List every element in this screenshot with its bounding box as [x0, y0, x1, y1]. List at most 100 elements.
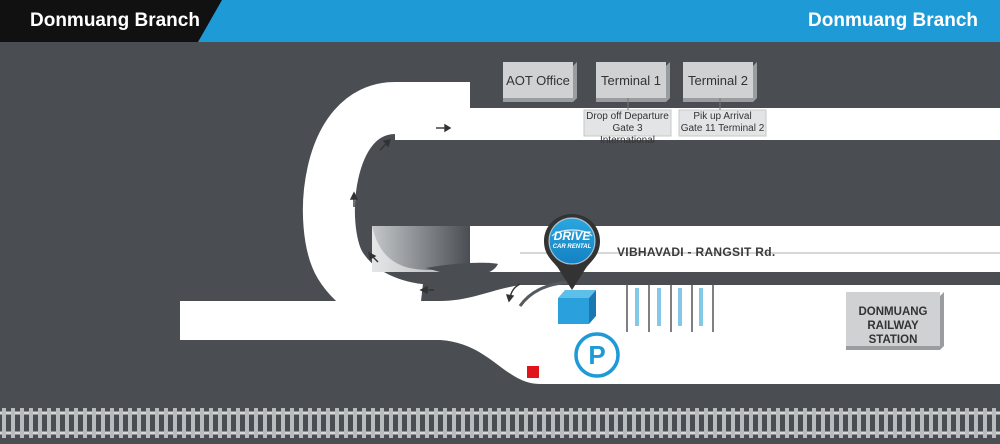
railway-tie [470, 408, 474, 438]
railway-tie [794, 408, 798, 438]
railway-tie [119, 408, 123, 438]
railway-tie [128, 408, 132, 438]
overpass-shadow [372, 226, 470, 272]
railway-tie [722, 408, 726, 438]
railway-tie [200, 408, 204, 438]
railway-tie [911, 408, 915, 438]
header-title-left: Donmuang Branch [30, 10, 200, 31]
railway-tie [497, 408, 501, 438]
railway-tie [848, 408, 852, 438]
railway-tie [551, 408, 555, 438]
pin-brand-line1: DRIVE [553, 229, 591, 243]
railway-tie [947, 408, 951, 438]
railway-tie [164, 408, 168, 438]
railway-tie [857, 408, 861, 438]
railway-tie [281, 408, 285, 438]
railway-tie [893, 408, 897, 438]
railway-tie [974, 408, 978, 438]
railway-tie [398, 408, 402, 438]
road-name-label: VIBHAVADI - RANGSIT Rd. [617, 245, 776, 259]
parking-bays [626, 284, 714, 332]
station-line1: DONMUANG [858, 306, 928, 318]
railway-tie [146, 408, 150, 438]
railway-tie [506, 408, 510, 438]
railway-tie [650, 408, 654, 438]
railway-tie [272, 408, 276, 438]
railway-tie [803, 408, 807, 438]
railway-tie [317, 408, 321, 438]
railway-tie [137, 408, 141, 438]
railway-tie [380, 408, 384, 438]
map-pin-icon [544, 214, 600, 290]
railway-tie [227, 408, 231, 438]
railway-tie [740, 408, 744, 438]
railway-tie [875, 408, 879, 438]
railway-tie [308, 408, 312, 438]
railway-tie [569, 408, 573, 438]
aot-office-label: AOT Office [506, 73, 570, 88]
railway-tie [74, 408, 78, 438]
railway-tie [695, 408, 699, 438]
terminal-2-building [683, 62, 757, 102]
divider-island [426, 262, 498, 274]
railway-tie [344, 408, 348, 438]
direction-arrow-icon [349, 123, 521, 303]
railway-tie [218, 408, 222, 438]
aot-office-building [503, 62, 577, 102]
railway-tie [461, 408, 465, 438]
railway-tie [884, 408, 888, 438]
railway-tie [101, 408, 105, 438]
header-title-right: Donmuang Branch [808, 10, 978, 31]
pin-brand-line2: CAR RENTAL [552, 244, 592, 250]
railway-tie [371, 408, 375, 438]
red-marker [527, 366, 539, 378]
railway-tie [659, 408, 663, 438]
terminal-2-sign-line2: Gate 11 Terminal 2 [680, 123, 765, 134]
railway-tie [713, 408, 717, 438]
railway-tie [758, 408, 762, 438]
railway-tie [2, 408, 6, 438]
railway-tie [245, 408, 249, 438]
parking-icon [574, 332, 620, 378]
railway-tie [920, 408, 924, 438]
parking-letter: P [588, 339, 606, 370]
railway-tie [686, 408, 690, 438]
railway-tie [839, 408, 843, 438]
railway-station-label: DONMUANG RAILWAY STATION [846, 305, 940, 347]
railway-tie [776, 408, 780, 438]
railway-track-icon [0, 404, 1000, 444]
railway-tie [866, 408, 870, 438]
railway-tie [434, 408, 438, 438]
railway-tie [542, 408, 546, 438]
terminal-2-sign-text: Pik up Arrival Gate 11 Terminal 2 [679, 111, 766, 135]
railway-tie [83, 408, 87, 438]
railway-tie [614, 408, 618, 438]
terminal-1-sign [583, 109, 672, 137]
railway-tie [326, 408, 330, 438]
loop-road [302, 82, 470, 336]
railway-tie [533, 408, 537, 438]
railway-tie [236, 408, 240, 438]
railway-tie [29, 408, 33, 438]
railway-tie [605, 408, 609, 438]
railway-tie [623, 408, 627, 438]
railway-tie [425, 408, 429, 438]
railway-tie [983, 408, 987, 438]
railway-tie [290, 408, 294, 438]
header-left-block [0, 0, 222, 42]
railway-station-building [846, 292, 944, 350]
rental-office-box [558, 290, 596, 324]
railway-tie [587, 408, 591, 438]
railway-tie [47, 408, 51, 438]
railway-tie [353, 408, 357, 438]
railway-tie [596, 408, 600, 438]
railway-tie [416, 408, 420, 438]
railway-tie [56, 408, 60, 438]
railway-tie [299, 408, 303, 438]
terminal-1-sign-line2: Gate 3 International [599, 123, 656, 146]
railway-tie [479, 408, 483, 438]
railway-tie [668, 408, 672, 438]
railway-tie [254, 408, 258, 438]
